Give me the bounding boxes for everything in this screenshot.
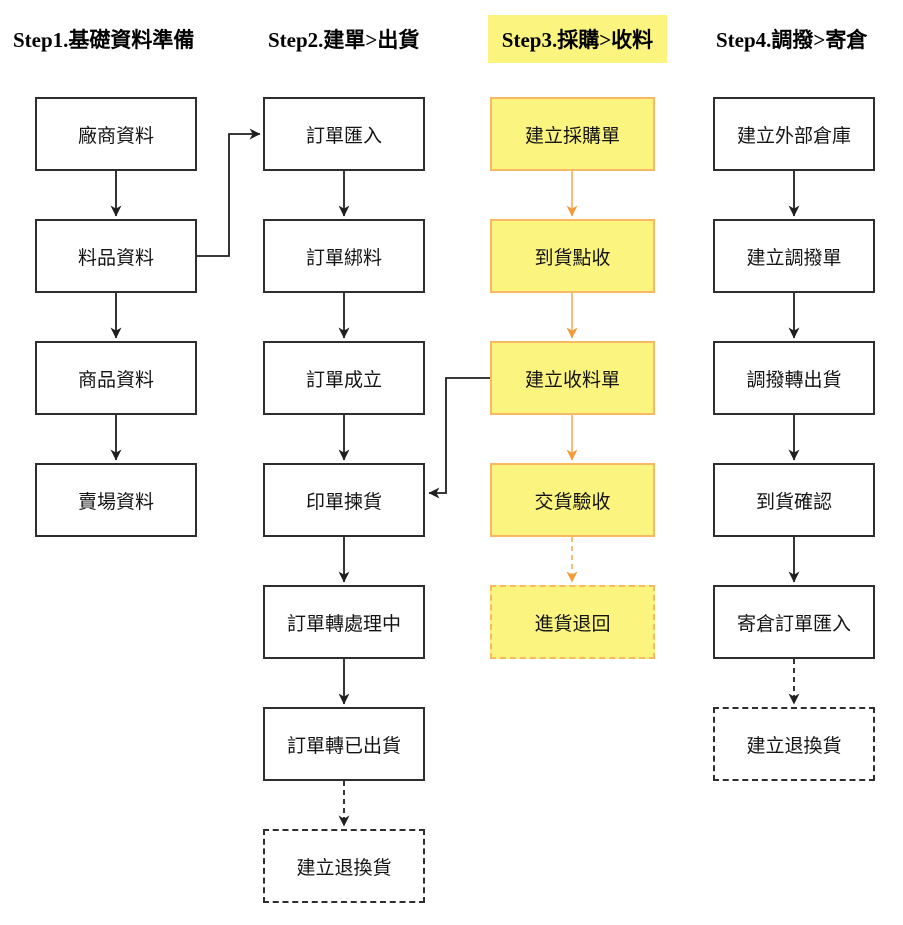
flow-box-create-ext-warehouse: 建立外部倉庫 xyxy=(713,97,875,171)
flow-box-product-data: 商品資料 xyxy=(35,341,197,415)
flow-box-arrival-confirm: 到貨確認 xyxy=(713,463,875,537)
flow-box-arrival-count: 到貨點收 xyxy=(490,219,655,293)
flow-box-store-data: 賣場資料 xyxy=(35,463,197,537)
flow-box-create-return-step2: 建立退換貨 xyxy=(263,829,425,903)
flow-box-consign-order-import: 寄倉訂單匯入 xyxy=(713,585,875,659)
flow-box-create-po: 建立採購單 xyxy=(490,97,655,171)
flow-box-delivery-inspect: 交貨驗收 xyxy=(490,463,655,537)
column-header-step3-highlighted: Step3.採購>收料 xyxy=(488,15,667,63)
flow-box-order-bind: 訂單綁料 xyxy=(263,219,425,293)
connector-receipt-to-pick xyxy=(428,377,490,499)
column-header-step2: Step2.建單>出貨 xyxy=(268,28,420,52)
flow-box-create-receipt: 建立收料單 xyxy=(490,341,655,415)
flow-box-order-processing: 訂單轉處理中 xyxy=(263,585,425,659)
flow-box-order-confirm: 訂單成立 xyxy=(263,341,425,415)
flow-box-create-transfer: 建立調撥單 xyxy=(713,219,875,293)
flow-box-purchase-return: 進貨退回 xyxy=(490,585,655,659)
flow-box-transfer-ship: 調撥轉出貨 xyxy=(713,341,875,415)
connector-item-to-orderimport xyxy=(197,128,261,257)
column-header-step4: Step4.調撥>寄倉 xyxy=(716,28,868,52)
flow-box-print-pick: 印單揀貨 xyxy=(263,463,425,537)
flow-box-vendor-data: 廠商資料 xyxy=(35,97,197,171)
flow-box-create-return-step4: 建立退換貨 xyxy=(713,707,875,781)
flow-box-item-data: 料品資料 xyxy=(35,219,197,293)
flow-box-order-shipped: 訂單轉已出貨 xyxy=(263,707,425,781)
column-header-step1: Step1.基礎資料準備 xyxy=(13,28,195,52)
flow-box-order-import: 訂單匯入 xyxy=(263,97,425,171)
